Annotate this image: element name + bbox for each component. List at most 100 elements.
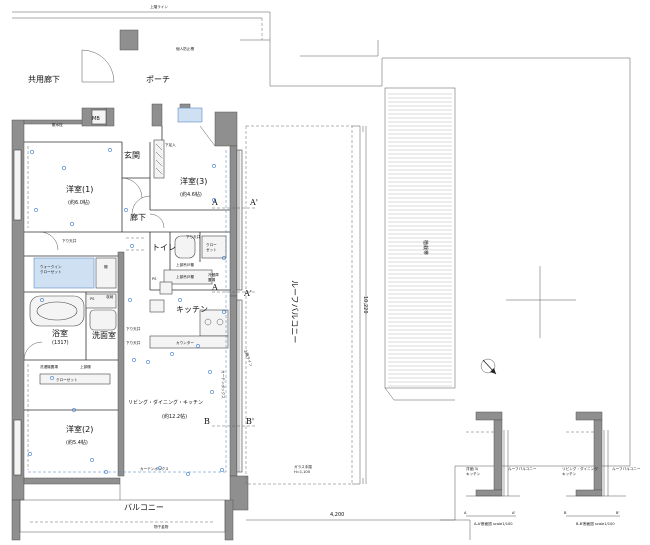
sec1-room-line1: 洋室(3) <box>466 466 479 471</box>
outlet-icon <box>124 208 128 212</box>
hallway-label: 廊下 <box>130 212 146 222</box>
crosshair-icon <box>506 266 576 338</box>
mb-label: MB <box>92 116 100 122</box>
planter-strip <box>384 87 456 401</box>
section-detail-a: 洋室(3)キッチン ルーフバルコニー A A' A-A'断面図 scale1/1… <box>464 411 537 526</box>
faucet-label: 散水栓 <box>52 122 63 127</box>
outlet-icon <box>30 150 34 154</box>
storage-label: 収納 <box>106 294 114 299</box>
dim-vertical-label: 10,220 <box>362 296 368 314</box>
sec1-end-a2: A' <box>512 511 515 515</box>
outlet-icon <box>208 370 212 374</box>
outlet-icon <box>132 358 136 362</box>
section-b2-label: B' <box>246 417 254 426</box>
ceiling-drop-3: 下り天井 <box>126 326 141 331</box>
balcony-label: バルコニー <box>124 503 164 512</box>
closet2-label: クローゼット <box>56 377 78 382</box>
outlet-icon <box>128 298 132 302</box>
upper-floor-lines <box>12 11 631 540</box>
outlet-icon <box>108 148 112 152</box>
curtain-box-h-label: カーテンボックス <box>140 466 169 471</box>
railing-label: 物干金物 <box>154 524 169 529</box>
ceiling-drop-2: 下り天井 <box>62 238 77 243</box>
toilet-label: トイレ <box>152 243 176 252</box>
ceiling-drop-1: 下り天井 <box>186 234 201 239</box>
bedroom3-size: (約4.6帖) <box>180 191 202 198</box>
upper-floor-line-label: 上階ライン <box>150 4 168 9</box>
outlet-icon <box>72 408 76 412</box>
ldk-size: (約12.2帖) <box>162 413 187 420</box>
ldk-label: リビング・ダイニング・キッチン <box>128 399 203 406</box>
sec2-room-label: リビング・ダイニングキッチン <box>562 466 598 476</box>
outlet-icon <box>28 452 32 456</box>
sec2-caption: B-B'断面図 scale1/100 <box>576 521 615 526</box>
outlet-icon <box>212 198 216 202</box>
upper-line-2-label: 上階ライン <box>243 349 254 368</box>
outlet-symbols <box>28 148 226 476</box>
fridge-line1: 冷蔵庫 <box>208 272 219 277</box>
fixtures <box>29 107 229 385</box>
counter-label: カウンター <box>176 340 194 345</box>
roof-balcony-label: ルーフバルコニー <box>290 280 299 343</box>
sec2-room-line2: キッチン <box>562 471 577 476</box>
sec1-roof-label: ルーフバルコニー <box>508 466 537 471</box>
bath-size: (1317) <box>52 340 69 346</box>
sec1-caption: A-A'断面図 scale1/100 <box>474 521 513 526</box>
closet-line2: ゼット <box>206 247 217 252</box>
outlet-icon <box>104 470 108 474</box>
outlet-icon <box>50 376 54 380</box>
outlet-icon <box>158 466 162 470</box>
plan-labels: 上階ライン 個人防止柵 共用廊下 ポーチ MB 散水栓 玄関 下足入 洋室(1)… <box>28 4 429 529</box>
roof-balcony-boundary <box>245 125 367 485</box>
private-gate-label: 個人防止柵 <box>176 46 194 51</box>
section-a-label: A <box>211 198 218 207</box>
outlet-icon <box>130 244 134 248</box>
outlet-icon <box>70 222 74 226</box>
outlet-icon <box>210 390 214 394</box>
sec2-roof-label: ルーフバルコニー <box>612 466 641 471</box>
bedroom2-label: 洋室(2) <box>66 424 93 434</box>
sec1-room-line2: キッチン <box>466 471 481 476</box>
planter-label: 植栽帯 <box>422 240 429 255</box>
section-markers <box>212 207 256 427</box>
outlet-icon <box>146 360 150 364</box>
outlet-icon <box>178 298 182 302</box>
fridge-line2: 置場 <box>208 277 216 282</box>
closet-line1: クロー <box>206 242 217 247</box>
bedroom3-label: 洋室(3) <box>180 176 207 186</box>
section-a2-label: A' <box>249 198 258 207</box>
ps2-label: PS <box>90 297 95 301</box>
outlet-icon <box>90 458 94 462</box>
outlet-icon <box>62 166 66 170</box>
closet-label: クローゼット <box>206 242 217 252</box>
section-detail-b: リビング・ダイニングキッチン ルーフバルコニー B B' B-B'断面図 sca… <box>562 411 641 526</box>
sec1-room-label: 洋室(3)キッチン <box>466 466 481 476</box>
outlet-icon <box>196 344 200 348</box>
north-arrow-icon <box>480 358 497 375</box>
shelf-label: 棚 <box>104 264 108 269</box>
sec2-room-line1: リビング・ダイニング <box>562 466 598 471</box>
upper-storage-label-2: 上部吊戸棚 <box>176 274 194 279</box>
common-corridor-label: 共用廊下 <box>28 74 60 84</box>
outlet-icon <box>186 472 190 476</box>
outlet-icon <box>222 310 226 314</box>
kitchen-label: キッチン <box>176 305 208 314</box>
outlet-icon <box>220 468 224 472</box>
section-b-label: B <box>204 417 210 426</box>
bedroom2-size: (約5.4帖) <box>66 439 88 446</box>
bedroom1-size: (約6.0帖) <box>68 199 90 206</box>
bath-label: 浴室 <box>52 328 68 338</box>
washroom-label: 洗面室 <box>92 330 116 340</box>
outlet-icon <box>40 298 44 302</box>
windows <box>13 149 243 476</box>
laundry-label: 洗濯機置場 <box>40 364 58 369</box>
curtain-box-v-label: カーテンボックス <box>221 370 226 399</box>
outlet-icon <box>212 164 216 168</box>
upper-shelf-label: 上部棚 <box>80 364 91 369</box>
curtain-lines <box>27 146 227 473</box>
glass-rail-line2: H=1,100 <box>294 470 311 474</box>
ps-label: PS <box>152 277 157 281</box>
sec2-end-b2: B' <box>616 511 619 515</box>
